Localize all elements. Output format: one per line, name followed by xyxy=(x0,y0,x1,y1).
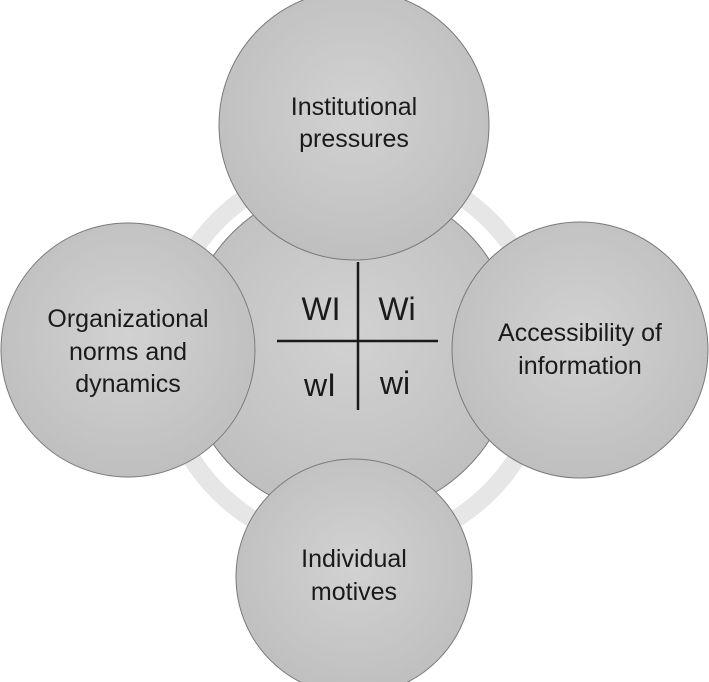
node-individual-motives: Individual motives xyxy=(235,458,473,682)
quadrant-top-left: WI xyxy=(301,291,340,327)
node-organizational-norms: Organizational norms and dynamics xyxy=(0,222,256,478)
quadrant-bottom-left: wI xyxy=(303,367,336,403)
node-right-label-line-2: information xyxy=(518,352,642,380)
node-top-label-line-1: Institutional xyxy=(291,93,417,121)
node-bottom-label-line-1: Individual xyxy=(301,545,407,573)
node-accessibility-of-information: Accessibility of information xyxy=(451,221,709,479)
node-institutional-pressures: Institutional pressures xyxy=(218,0,490,261)
node-bottom-circle xyxy=(235,458,473,682)
node-top-circle xyxy=(218,0,490,261)
quadrant-bottom-right: wi xyxy=(379,365,410,401)
node-left-label-line-1: Organizational xyxy=(47,305,208,333)
node-left-label-line-3: dynamics xyxy=(75,370,181,398)
node-left-circle xyxy=(0,222,256,478)
node-bottom-label-line-2: motives xyxy=(311,578,397,606)
node-right-label-line-1: Accessibility of xyxy=(498,319,662,347)
node-left-label-line-2: norms and xyxy=(69,338,187,366)
node-top-label-line-2: pressures xyxy=(299,125,409,153)
quadrant-top-right: Wi xyxy=(378,291,415,327)
node-right-circle xyxy=(451,221,709,479)
